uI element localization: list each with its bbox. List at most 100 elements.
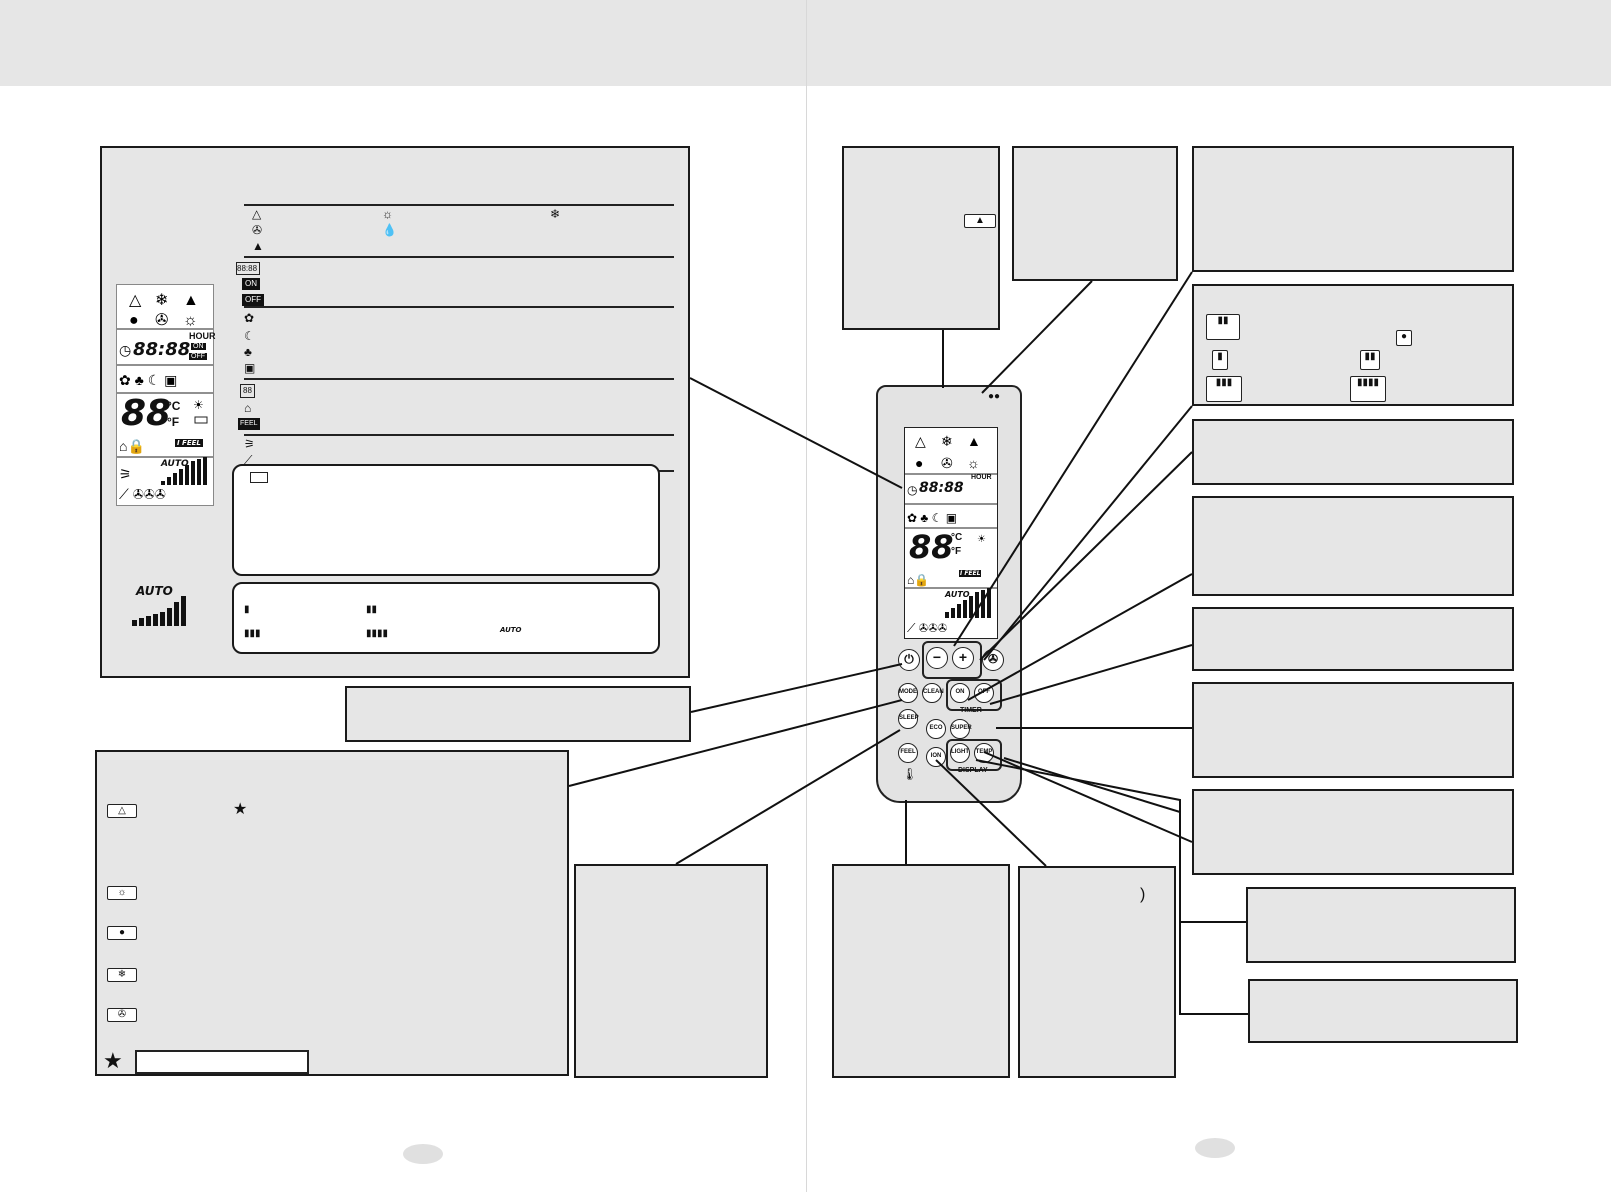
- super-button[interactable]: SUPER: [950, 719, 972, 739]
- fan-med-tag-icon: ▮▮: [1360, 350, 1380, 370]
- turbo-callout-box: ▲: [842, 146, 1000, 330]
- fan-auto-tag-icon: ▮▮: [1206, 314, 1240, 340]
- lcd-fahrenheit: °F: [167, 415, 180, 429]
- temp-adjust-callout-box: [1192, 146, 1514, 272]
- battery-icon: [250, 472, 268, 483]
- turbo-tag-icon: ▲: [964, 214, 996, 228]
- timer-off-button[interactable]: OFF: [974, 683, 994, 703]
- ir-emitter-icon: ●●: [988, 391, 1001, 402]
- signal-callout-box: [1012, 146, 1178, 281]
- remote-lcd-time: 88:88: [919, 480, 964, 496]
- svg-text:▲: ▲: [183, 292, 199, 309]
- eco-button[interactable]: ECO: [926, 719, 946, 739]
- page-number-right: [1195, 1138, 1235, 1158]
- ifeel-icon: FEEL: [238, 418, 260, 430]
- remote-lcd-fahrenheit: °F: [951, 546, 962, 557]
- sleep-button[interactable]: SLEEP: [898, 709, 919, 729]
- svg-text:☼: ☼: [183, 312, 198, 329]
- remote-control: ●● △❄▲ ●✇☼ ◷ ✿ ♣ ☾ ▣ ☀ ⌂🔒 ⟋ ✇✇✇ 88:88 HO…: [876, 385, 1022, 803]
- light-button[interactable]: LIGHT: [950, 743, 970, 763]
- feel-button[interactable]: FEEL: [898, 743, 918, 763]
- remote-lcd: △❄▲ ●✇☼ ◷ ✿ ♣ ☾ ▣ ☀ ⌂🔒 ⟋ ✇✇✇ 88:88 HOUR …: [904, 427, 998, 639]
- eco-icon: ♣: [244, 345, 252, 359]
- fan-mode-icon: ✇: [252, 223, 263, 237]
- star-footnote-icon: ★: [103, 1048, 123, 1073]
- cool-mode-tag-icon: ❄: [107, 968, 137, 982]
- timer-off-callout-box: [1192, 607, 1514, 671]
- page-number-left: [403, 1144, 443, 1164]
- remote-lcd-ifeel: I FEEL: [959, 570, 982, 577]
- fan-button[interactable]: ✇: [982, 649, 1004, 671]
- vertical-swing-icon: ⚞: [244, 437, 255, 451]
- star-icon: ★: [233, 801, 248, 818]
- svg-text:☼: ☼: [967, 455, 980, 471]
- temp-display-callout-box: [1246, 887, 1516, 963]
- clean-icon: ▣: [244, 361, 256, 375]
- room-temp-icon: ⌂: [244, 401, 252, 415]
- lcd-on-label: ON: [191, 343, 206, 350]
- svg-text:△: △: [129, 292, 142, 309]
- svg-text:⌂🔒: ⌂🔒: [907, 573, 929, 587]
- remote-lcd-auto: AUTO: [945, 590, 970, 599]
- auto-mode-icon: △: [252, 207, 262, 221]
- svg-text:⌂🔒: ⌂🔒: [119, 438, 145, 455]
- fan-callout-box: ▮▮ ● ▮ ▮▮ ▮▮▮ ▮▮▮▮: [1192, 284, 1514, 406]
- display-label: DISPLAY: [958, 767, 988, 774]
- display-callout-box: [1248, 979, 1518, 1043]
- dry-mode-icon: 💧: [382, 223, 397, 237]
- timer-on-button[interactable]: ON: [950, 683, 970, 703]
- svg-text:●: ●: [915, 455, 923, 471]
- svg-text:✿ ♣ ☾ ▣: ✿ ♣ ☾ ▣: [119, 372, 177, 388]
- fan-turbo-icon: ▮▮▮▮: [366, 628, 389, 639]
- sleep-callout-box: [574, 864, 768, 1078]
- fan-low-icon: ▮: [244, 604, 250, 615]
- lcd-hour-label: HOUR: [189, 331, 216, 341]
- lcd-celsius: °C: [167, 399, 181, 413]
- svg-text:●: ●: [129, 312, 139, 329]
- ion-callout-box: ): [1018, 866, 1176, 1078]
- close-paren: ): [1140, 886, 1146, 903]
- thermometer-icon: 🌡: [902, 767, 918, 781]
- page-gutter: [806, 0, 807, 1192]
- temp-button[interactable]: TEMP: [974, 743, 994, 763]
- lcd-temp-digits: 88: [121, 393, 172, 434]
- ion-button[interactable]: ION: [926, 747, 946, 767]
- mode-button[interactable]: MODE: [898, 683, 918, 703]
- fan-high-icon: ▮▮▮: [244, 628, 261, 639]
- clock-display-icon: 88:88: [236, 262, 260, 275]
- power-button[interactable]: ⏻: [898, 649, 920, 671]
- svg-text:◷: ◷: [907, 483, 917, 497]
- lcd-auto-label: AUTO: [161, 459, 189, 469]
- power-callout-box: [345, 686, 691, 742]
- svg-text:❄: ❄: [155, 292, 168, 309]
- svg-text:⟋ ✇✇✇: ⟋ ✇✇✇: [907, 621, 948, 635]
- timer-label: TIMER: [960, 707, 982, 714]
- svg-text:✿ ♣ ☾ ▣: ✿ ♣ ☾ ▣: [907, 511, 957, 525]
- fan-dot-tag-icon: ●: [1396, 330, 1412, 346]
- temp-up-button[interactable]: +: [952, 647, 974, 669]
- fan-med-icon: ▮▮: [366, 604, 378, 615]
- sleep-icon: ☾: [244, 329, 255, 343]
- clean-button[interactable]: CLEAN: [922, 683, 944, 703]
- temp-down-button[interactable]: −: [926, 647, 948, 669]
- mode-callout-box: △ ★ ☼ ● ❄ ✇ ★: [95, 750, 569, 1076]
- heat-mode-icon: ☼: [382, 207, 393, 221]
- turbo-icon: ▲: [252, 239, 264, 253]
- svg-text:✇: ✇: [941, 455, 953, 471]
- temp-display-icon: 88: [240, 384, 255, 398]
- svg-text:☀: ☀: [193, 398, 204, 412]
- horizontal-swing-icon: ⟋: [244, 453, 253, 467]
- feel-callout-box: [832, 864, 1010, 1078]
- fan-auto-icon: AUTO: [500, 626, 522, 634]
- svg-text:☀: ☀: [977, 534, 986, 545]
- lcd-off-label: OFF: [189, 353, 207, 360]
- cool-mode-icon: ❄: [550, 207, 561, 221]
- remote-lcd-temp: 88: [909, 528, 954, 566]
- light-callout-box: [1192, 789, 1514, 875]
- remote-lcd-celsius: °C: [951, 532, 963, 543]
- remote-lcd-hour: HOUR: [971, 474, 992, 481]
- lcd-legend-panel: △ ☼ ❄ ✇ 💧 ▲ 88:88 ON OFF ✿ ☾ ♣ ▣ 88 ⌂ FE…: [100, 146, 690, 678]
- fan-low-tag-icon: ▮: [1212, 350, 1228, 370]
- header-band-left: [0, 0, 806, 86]
- dry-mode-tag-icon: ●: [107, 926, 137, 940]
